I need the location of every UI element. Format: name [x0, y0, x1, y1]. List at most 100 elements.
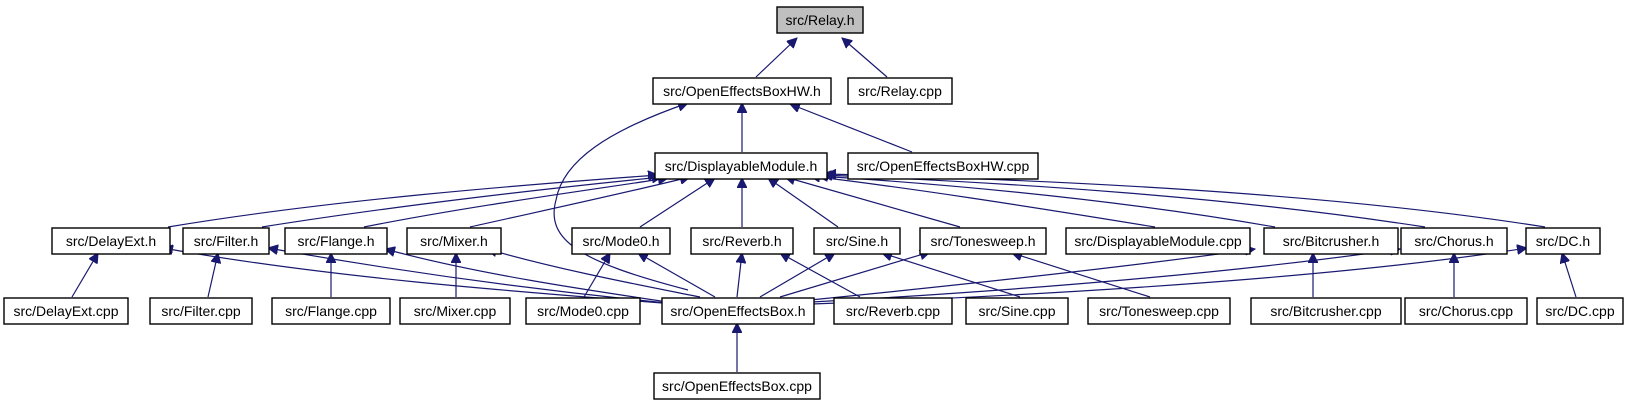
node-label: src/OpenEffectsBox.cpp	[662, 378, 812, 394]
node-label: src/Sine.h	[826, 233, 888, 249]
node-relay-h[interactable]: src/Relay.h	[776, 6, 864, 34]
node-flange-h[interactable]: src/Flange.h	[284, 227, 388, 255]
node-label: src/DelayExt.cpp	[13, 303, 118, 319]
edge-tonesweep-h-to-dm-h	[785, 177, 961, 228]
node-label: src/Mode0.h	[582, 233, 659, 249]
node-box	[149, 297, 253, 325]
node-box	[3, 297, 129, 325]
node-chorus-cpp[interactable]: src/Chorus.cpp	[1404, 297, 1528, 325]
node-openeffectsbox-cpp[interactable]: src/OpenEffectsBox.cpp	[653, 372, 821, 400]
edge-oeb-h-to-flange-h	[385, 249, 689, 306]
node-sine-cpp[interactable]: src/Sine.cpp	[965, 297, 1069, 325]
node-openeffectsbox-h[interactable]: src/OpenEffectsBox.h	[661, 297, 815, 325]
node-box	[271, 297, 391, 325]
edge-oeb-h-to-tonesweep-h	[779, 252, 930, 298]
node-tonesweep-h[interactable]: src/Tonesweep.h	[919, 227, 1047, 255]
node-mixer-cpp[interactable]: src/Mixer.cpp	[399, 297, 511, 325]
node-box	[654, 152, 828, 180]
node-box	[776, 6, 864, 34]
node-mixer-h[interactable]: src/Mixer.h	[406, 227, 502, 255]
node-filter-cpp[interactable]: src/Filter.cpp	[149, 297, 253, 325]
node-label: src/DelayExt.h	[66, 233, 156, 249]
edge-reverb-cpp-to-reverb-h	[780, 253, 861, 298]
node-flange-cpp[interactable]: src/Flange.cpp	[271, 297, 391, 325]
node-box	[1065, 227, 1251, 255]
node-label: src/Relay.h	[786, 12, 855, 28]
node-box	[813, 227, 901, 255]
node-box	[965, 297, 1069, 325]
node-box	[1404, 297, 1528, 325]
node-box	[525, 297, 641, 325]
node-label: src/DisplayableModule.h	[665, 158, 818, 174]
node-box	[182, 227, 270, 255]
node-box	[399, 297, 511, 325]
node-label: src/OpenEffectsBoxHW.cpp	[857, 158, 1030, 174]
node-openeffectsboxhw-h[interactable]: src/OpenEffectsBoxHW.h	[652, 77, 832, 105]
node-label: src/Relay.cpp	[858, 83, 942, 99]
edge-oeb-h-to-sine-h	[759, 253, 835, 298]
node-box	[690, 227, 794, 255]
edge-oebhw-cpp-to-oebhw-h	[790, 104, 913, 153]
node-bitcrusher-cpp[interactable]: src/Bitcrusher.cpp	[1250, 297, 1402, 325]
node-sine-h[interactable]: src/Sine.h	[813, 227, 901, 255]
node-bitcrusher-h[interactable]: src/Bitcrusher.h	[1263, 227, 1399, 255]
node-openeffectsboxhw-cpp[interactable]: src/OpenEffectsBoxHW.cpp	[847, 152, 1039, 180]
node-label: src/Filter.cpp	[161, 303, 241, 319]
edge-sine-cpp-to-sine-h	[882, 253, 1021, 298]
node-label: src/Tonesweep.h	[930, 233, 1035, 249]
node-label: src/Flange.h	[297, 233, 374, 249]
node-label: src/OpenEffectsBoxHW.h	[663, 83, 821, 99]
node-delayext-cpp[interactable]: src/DelayExt.cpp	[3, 297, 129, 325]
node-box	[1250, 297, 1402, 325]
node-relay-cpp[interactable]: src/Relay.cpp	[847, 77, 953, 105]
node-label: src/OpenEffectsBox.h	[670, 303, 805, 319]
node-dc-h[interactable]: src/DC.h	[1525, 227, 1601, 255]
node-reverb-cpp[interactable]: src/Reverb.cpp	[833, 297, 953, 325]
edge-oeb-h-to-mode0-h	[638, 253, 716, 298]
node-box	[51, 227, 171, 255]
edge-oeb-h-to-chorus-h	[811, 249, 1400, 303]
edge-filter-h-to-dm-h	[261, 177, 662, 228]
node-box	[847, 152, 1039, 180]
node-box	[1087, 297, 1231, 325]
node-dc-cpp[interactable]: src/DC.cpp	[1536, 297, 1624, 325]
edge-mode0-h-to-dm-h	[639, 178, 715, 228]
node-delayext-h[interactable]: src/DelayExt.h	[51, 227, 171, 255]
node-label: src/DisplayableModule.cpp	[1074, 233, 1242, 249]
node-tonesweep-cpp[interactable]: src/Tonesweep.cpp	[1087, 297, 1231, 325]
node-label: src/Chorus.h	[1414, 233, 1493, 249]
file-nodes: src/Relay.h src/OpenEffectsBoxHW.h src/R…	[3, 6, 1624, 400]
node-label: src/Bitcrusher.h	[1283, 233, 1379, 249]
node-mode0-h[interactable]: src/Mode0.h	[571, 227, 671, 255]
edge-filter-cpp-to-filter-h	[207, 253, 218, 298]
node-label: src/Sine.cpp	[978, 303, 1055, 319]
edge-bitcrusher-h-to-dm-h	[818, 176, 1276, 228]
node-reverb-h[interactable]: src/Reverb.h	[690, 227, 794, 255]
edge-oeb-h-to-mixer-h	[487, 249, 701, 298]
node-box	[653, 372, 821, 400]
node-filter-h[interactable]: src/Filter.h	[182, 227, 270, 255]
edge-oeb-h-to-bitcrusher-h	[809, 249, 1255, 301]
node-chorus-h[interactable]: src/Chorus.h	[1400, 227, 1508, 255]
node-box	[1400, 227, 1508, 255]
node-label: src/Reverb.h	[702, 233, 781, 249]
node-displayablemodule-h[interactable]: src/DisplayableModule.h	[654, 152, 828, 180]
node-label: src/Mixer.h	[420, 233, 488, 249]
node-label: src/DC.cpp	[1545, 303, 1614, 319]
edge-dc-cpp-to-dc-h	[1562, 253, 1577, 298]
node-label: src/Reverb.cpp	[846, 303, 940, 319]
node-box	[284, 227, 388, 255]
node-label: src/Flange.cpp	[285, 303, 377, 319]
edge-delayext-cpp-to-delayext-h	[71, 253, 98, 298]
node-label: src/Mixer.cpp	[414, 303, 497, 319]
edge-oeb-h-to-reverb-h	[737, 253, 742, 298]
node-box	[1536, 297, 1624, 325]
edge-tonesweep-cpp-to-tonesweep-h	[1012, 253, 1151, 298]
node-displayablemodule-cpp[interactable]: src/DisplayableModule.cpp	[1065, 227, 1251, 255]
node-label: src/Chorus.cpp	[1419, 303, 1513, 319]
dependency-edges	[71, 38, 1577, 372]
node-box	[406, 227, 502, 255]
node-label: src/Bitcrusher.cpp	[1270, 303, 1381, 319]
node-mode0-cpp[interactable]: src/Mode0.cpp	[525, 297, 641, 325]
